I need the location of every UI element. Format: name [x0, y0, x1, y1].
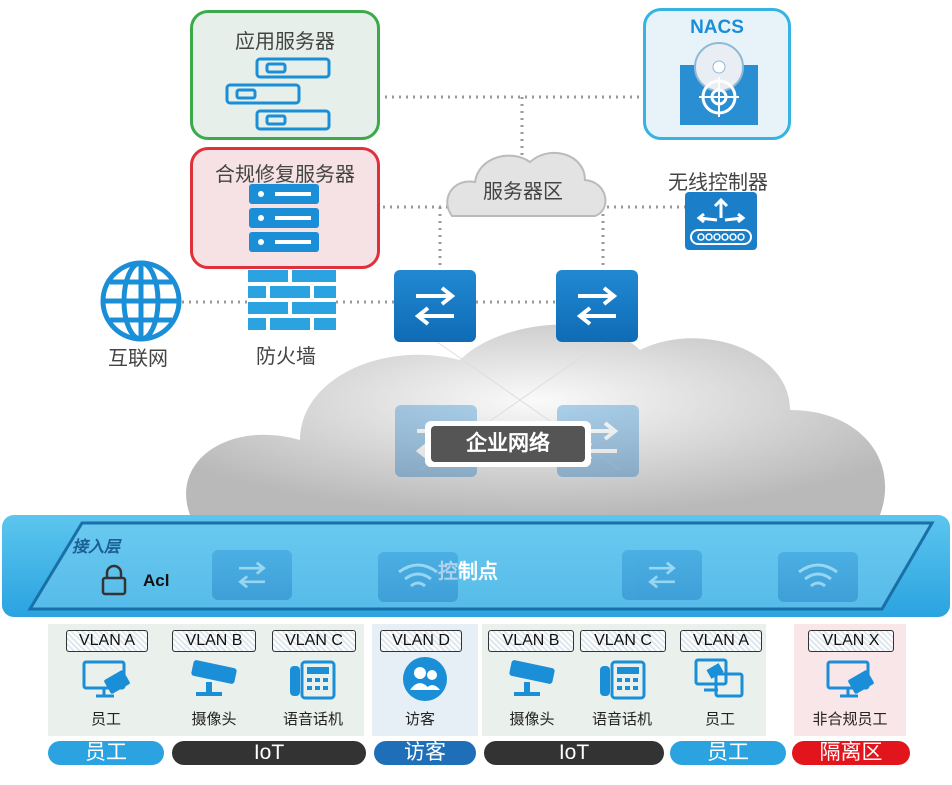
globe-icon	[100, 260, 182, 342]
vlan-tag: VLAN C	[580, 630, 666, 652]
guest-icon	[403, 657, 447, 701]
core-switch-left	[394, 270, 476, 342]
vlan-tag: VLAN D	[380, 630, 462, 652]
vlan-tag: VLAN B	[172, 630, 256, 652]
access-layer-title: 接入层	[72, 539, 121, 556]
device-label: 员工	[704, 711, 735, 728]
nacs-label: NACS	[690, 17, 744, 38]
remediation-server-label: 合规修复服务器	[215, 164, 355, 186]
switch-arrows-icon	[576, 286, 618, 326]
lock-icon	[101, 564, 127, 596]
device-label: 非合规员工	[812, 711, 888, 728]
device-label: 访客	[404, 711, 435, 728]
zone-pill-iot: IoT	[484, 741, 664, 765]
firewall-icon	[248, 270, 336, 330]
nacs-disc-icon	[680, 42, 758, 125]
app-server: 应用服务器	[190, 10, 380, 140]
wifi-icon	[398, 563, 438, 588]
multi-device-icon	[694, 658, 744, 698]
server-tower-icon	[249, 184, 319, 252]
switch-arrows-icon	[414, 286, 456, 326]
vlan-tag: VLAN C	[272, 630, 356, 652]
phone-icon	[600, 660, 646, 700]
wireless-controller-icon	[685, 192, 757, 250]
device-label: 语音话机	[282, 711, 343, 728]
phone-icon	[290, 660, 336, 700]
firewall-label: 防火墙	[256, 346, 316, 368]
enterprise-label-frame: 企业网络	[425, 421, 591, 467]
wireless-controller-label: 无线控制器	[668, 172, 768, 194]
vlan-tag: VLAN X	[808, 630, 894, 652]
nacs-server: NACS	[643, 8, 791, 140]
vlan-tag: VLAN B	[488, 630, 574, 652]
acl-label: Acl	[143, 571, 170, 590]
vlan-tag: VLAN A	[680, 630, 762, 652]
zone-pill-employee: 员工	[48, 741, 164, 765]
access-switch-1	[212, 550, 292, 600]
access-layer-outline	[27, 521, 935, 611]
zone-pill-iot: IoT	[172, 741, 366, 765]
access-switch-2	[622, 550, 702, 600]
device-label: 摄像头	[191, 711, 237, 728]
device-label: 语音话机	[591, 711, 652, 728]
pc-icon	[82, 660, 130, 698]
internet-label: 互联网	[108, 348, 168, 370]
device-label: 员工	[90, 711, 121, 728]
device-label: 摄像头	[509, 711, 555, 728]
zone-pill-guest: 访客	[374, 741, 476, 765]
remediation-server: 合规修复服务器	[190, 147, 380, 269]
access-ap-2	[778, 552, 858, 602]
camera-icon	[191, 660, 237, 696]
control-point-label: 控制点	[438, 561, 498, 583]
zone-pill-quarantine: 隔离区	[792, 741, 910, 765]
server-rack-icon	[225, 57, 331, 131]
enterprise-network-label: 企业网络	[431, 426, 585, 462]
vlan-tag: VLAN A	[66, 630, 148, 652]
server-zone-label: 服务器区	[483, 181, 563, 203]
access-ap-1	[378, 552, 458, 602]
camera-icon	[509, 660, 555, 696]
app-server-label: 应用服务器	[235, 31, 335, 53]
server-zone-cloud	[446, 152, 607, 217]
wifi-icon	[798, 563, 838, 588]
core-switch-right	[556, 270, 638, 342]
zone-pill-employee: 员工	[670, 741, 786, 765]
pc-icon	[826, 660, 874, 698]
